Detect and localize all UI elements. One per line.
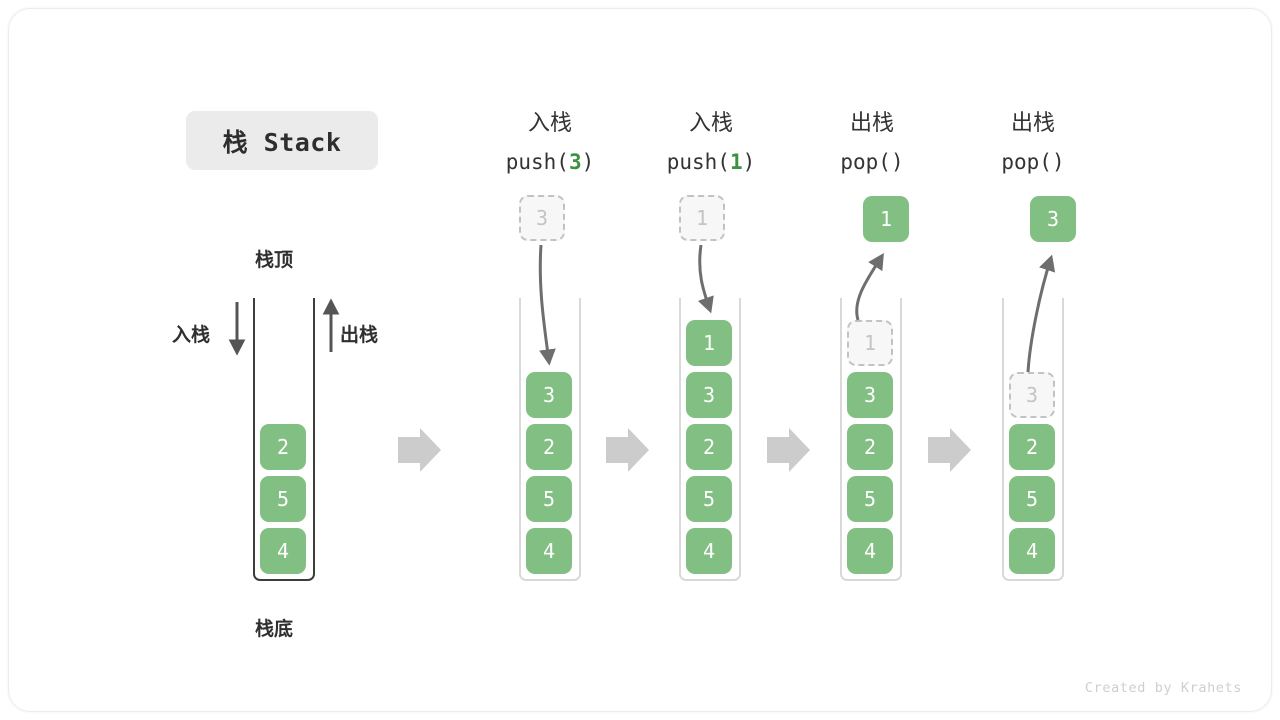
column-header-pop-3: 出栈 pop() [953,105,1113,181]
label-stack-bottom: 栈底 [255,618,294,640]
label-stack-top: 栈顶 [255,249,294,271]
ghost-box: 1 [847,320,893,366]
column-header-cn: 入栈 [688,111,733,136]
stack-box: 2 [526,424,572,470]
column-header-code: push(3) [470,143,630,181]
footer-credit: Created by Krahets [1084,680,1242,696]
popped-box: 3 [1030,196,1076,242]
code-prefix: push( [505,150,569,174]
stack-box: 4 [526,528,572,574]
stack-box: 2 [686,424,732,470]
code-suffix: ) [890,150,904,174]
stack-box: 5 [526,476,572,522]
column-header-code: push(1) [631,143,791,181]
code-suffix: ) [1051,150,1065,174]
code-prefix: pop( [1001,150,1052,174]
ghost-box: 1 [679,195,725,241]
ghost-box: 3 [519,195,565,241]
popped-box: 1 [863,196,909,242]
stack-box: 5 [847,476,893,522]
stack-box: 2 [847,424,893,470]
ghost-box: 3 [1009,372,1055,418]
stack-box: 4 [686,528,732,574]
stack-box: 5 [1009,476,1055,522]
stack-box: 5 [260,476,306,522]
diagram-title-chip: 栈 Stack [186,111,378,170]
code-suffix: ) [581,150,595,174]
code-suffix: ) [742,150,756,174]
column-header-pop-1: 出栈 pop() [792,105,952,181]
label-pop-side: 出栈 [340,324,379,346]
stack-box: 1 [686,320,732,366]
column-header-cn: 出栈 [849,111,894,136]
column-header-push-3: 入栈 push(3) [470,105,630,181]
code-prefix: pop( [840,150,891,174]
stack-box: 5 [686,476,732,522]
stack-box: 3 [847,372,893,418]
code-number: 3 [568,150,582,174]
stack-container [679,298,741,581]
column-header-cn: 出栈 [1010,111,1055,136]
column-header-cn: 入栈 [527,111,572,136]
stack-box: 4 [260,528,306,574]
stack-container [840,298,902,581]
stack-container [253,298,315,581]
stack-container [519,298,581,581]
stack-box: 3 [686,372,732,418]
column-header-code: pop() [792,143,952,181]
column-header-push-1: 入栈 push(1) [631,105,791,181]
stack-box: 3 [526,372,572,418]
stack-box: 4 [1009,528,1055,574]
stack-container [1002,298,1064,581]
stack-box: 2 [260,424,306,470]
column-header-code: pop() [953,143,1113,181]
label-push-side: 入栈 [172,324,211,346]
stack-box: 4 [847,528,893,574]
stack-box: 2 [1009,424,1055,470]
code-prefix: push( [666,150,730,174]
code-number: 1 [729,150,743,174]
